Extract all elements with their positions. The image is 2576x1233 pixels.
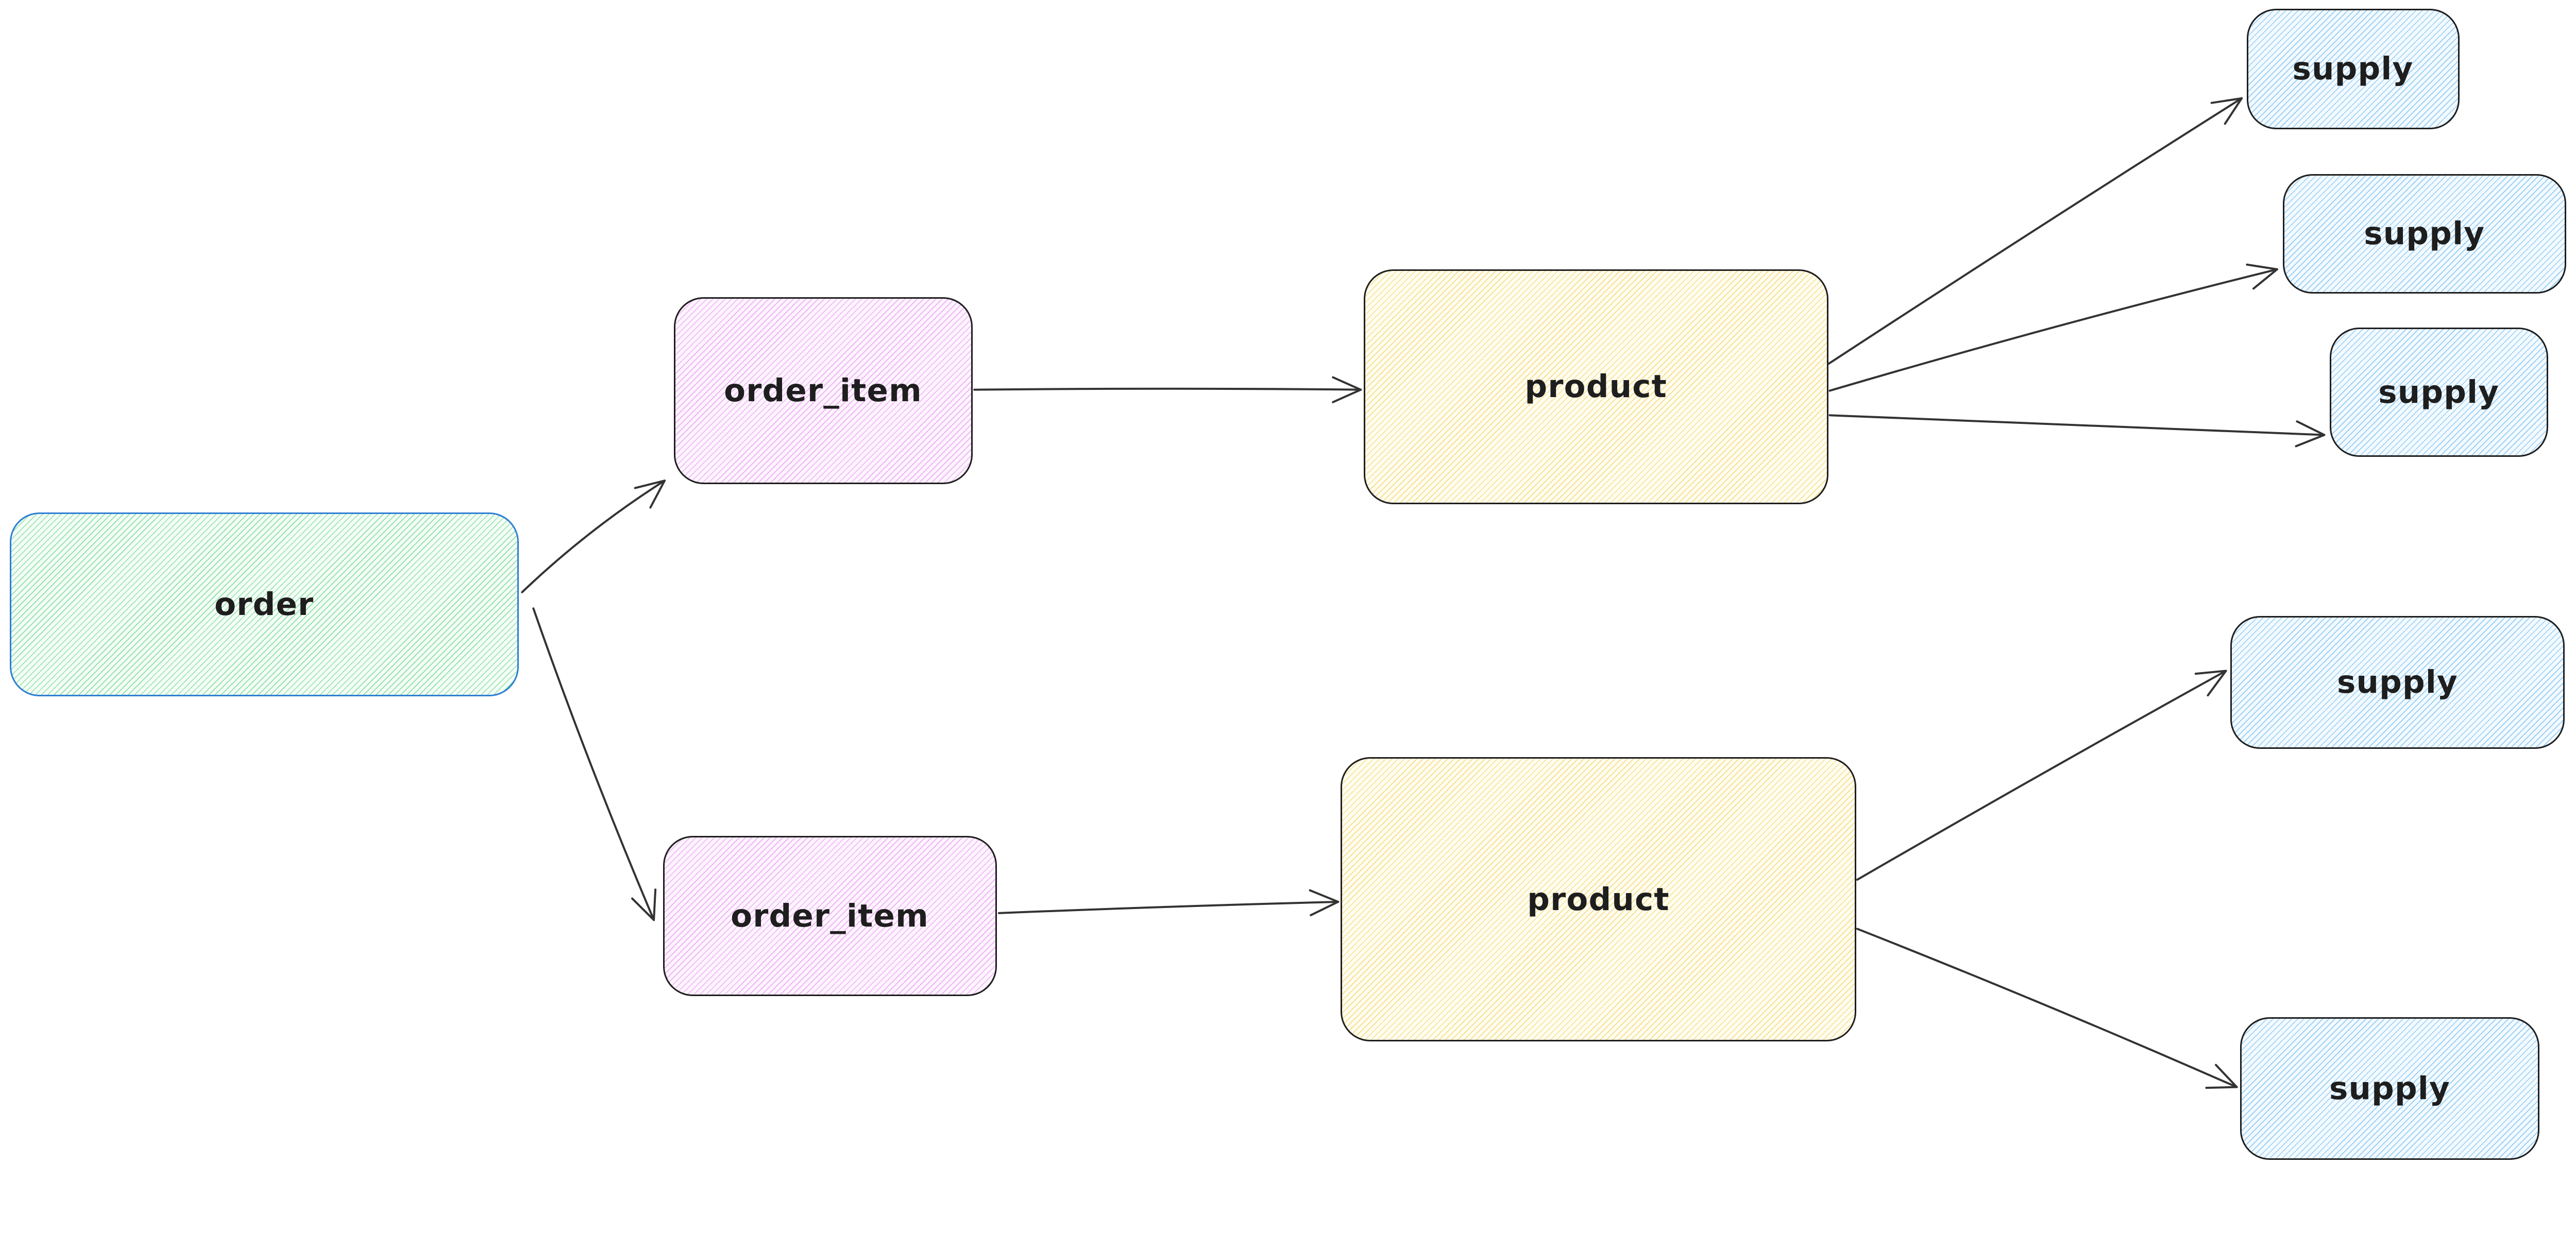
node-product-1[interactable]: product — [1364, 269, 1828, 505]
node-product-2-label: product — [1527, 881, 1670, 918]
arrow-order-to-order-item-2[interactable] — [532, 607, 657, 921]
node-supply-2-label: supply — [2364, 215, 2485, 252]
node-supply-1[interactable]: supply — [2246, 9, 2460, 129]
node-order-item-2[interactable]: order_item — [663, 836, 997, 997]
arrow-order-to-order-item-1[interactable] — [521, 480, 666, 593]
node-supply-4[interactable]: supply — [2230, 615, 2565, 749]
arrow-order-item-2-to-product-2[interactable] — [997, 889, 1340, 916]
node-supply-3-label: supply — [2378, 374, 2500, 411]
node-order-item-1[interactable]: order_item — [673, 297, 973, 484]
node-supply-5[interactable]: supply — [2240, 1017, 2539, 1160]
node-supply-4-label: supply — [2336, 664, 2459, 701]
node-product-2[interactable]: product — [1341, 757, 1856, 1041]
whiteboard-canvas[interactable]: order order_item order_item product prod… — [0, 0, 2576, 1177]
arrow-product-1-to-supply-2[interactable] — [1828, 263, 2278, 392]
node-order-label: order — [214, 586, 314, 623]
arrow-product-2-to-supply-5[interactable] — [1856, 928, 2238, 1089]
arrow-product-1-to-supply-3[interactable] — [1828, 414, 2326, 448]
node-supply-5-label: supply — [2329, 1070, 2451, 1107]
edges-layer — [521, 97, 2326, 1089]
arrow-product-2-to-supply-4[interactable] — [1856, 670, 2227, 881]
node-supply-2[interactable]: supply — [2282, 174, 2566, 294]
node-supply-1-label: supply — [2292, 50, 2414, 88]
node-supply-3[interactable]: supply — [2330, 328, 2548, 457]
arrow-product-1-to-supply-1[interactable] — [1827, 97, 2243, 365]
node-order-item-2-label: order_item — [731, 898, 929, 935]
node-order[interactable]: order — [10, 512, 519, 697]
node-product-1-label: product — [1524, 368, 1668, 405]
arrow-order-item-1-to-product-1[interactable] — [973, 376, 1362, 403]
node-order-item-1-label: order_item — [724, 372, 922, 409]
